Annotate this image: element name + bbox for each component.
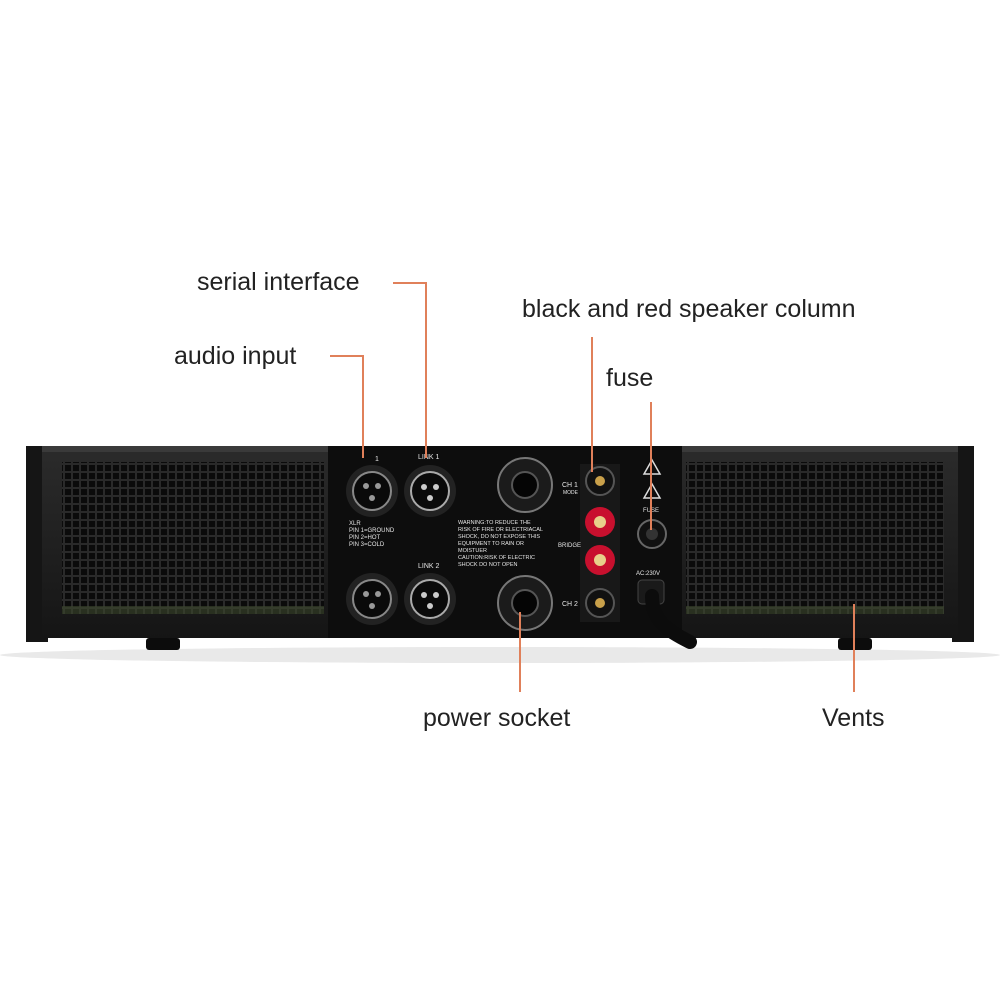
leader-speaker-v bbox=[591, 337, 593, 472]
leader-power-v bbox=[519, 612, 521, 692]
ch1-label: CH 1 bbox=[562, 482, 578, 489]
leader-audio-h bbox=[330, 355, 364, 357]
power-cord bbox=[637, 579, 697, 649]
leader-fuse-v bbox=[650, 402, 652, 530]
warning-text-3: EQUIPMENT TO RAIN OR bbox=[458, 541, 524, 547]
foot-left bbox=[146, 638, 180, 650]
speakon-ch1 bbox=[497, 457, 553, 513]
leader-audio-v bbox=[362, 355, 364, 458]
ac-voltage-label: AC:230V bbox=[636, 571, 660, 577]
callout-vents: Vents bbox=[822, 704, 885, 732]
warning-text-1: RISK OF FIRE OR ELECTRIACAL bbox=[458, 527, 543, 533]
bridge-label: BRIDGE bbox=[558, 543, 581, 549]
callout-speaker-column: black and red speaker column bbox=[522, 295, 856, 323]
xlr-link-2 bbox=[404, 573, 456, 625]
ch2-label: CH 2 bbox=[562, 601, 578, 608]
binding-post-black-1 bbox=[585, 466, 615, 496]
link-2-label: LINK 2 bbox=[418, 563, 440, 570]
leader-serial-v bbox=[425, 282, 427, 458]
warning-triangle-icon bbox=[642, 482, 662, 499]
warning-text-6: SHOCK DO NOT OPEN bbox=[458, 562, 518, 568]
callout-audio-input: audio input bbox=[174, 342, 297, 370]
speakon-ch2 bbox=[497, 575, 553, 631]
xlr-input-2 bbox=[346, 573, 398, 625]
binding-post-black-2 bbox=[585, 588, 615, 618]
warning-triangle-icon bbox=[642, 458, 662, 475]
fuse-holder bbox=[637, 519, 667, 549]
xlr-input-1 bbox=[346, 465, 398, 517]
vent-grille-left bbox=[62, 462, 324, 614]
warning-text-4: MOISTUER bbox=[458, 548, 487, 554]
binding-post-red-2 bbox=[585, 545, 615, 575]
leader-serial-h bbox=[393, 282, 427, 284]
link-1-label: LINK 1 bbox=[418, 454, 440, 461]
vent-grille-right bbox=[686, 462, 944, 614]
warning-text-0: WARNING:TO REDUCE THE bbox=[458, 520, 531, 526]
input-1-label: 1 bbox=[375, 456, 379, 463]
callout-power-socket: power socket bbox=[423, 704, 571, 732]
callout-fuse: fuse bbox=[606, 364, 654, 392]
foot-right bbox=[838, 638, 872, 650]
xlr-label-1: PIN 1=GROUND bbox=[349, 528, 395, 534]
binding-post-red-1 bbox=[585, 507, 615, 537]
xlr-label-3: PIN 3=COLD bbox=[349, 542, 385, 548]
warning-text-5: CAUTION:RISK OF ELECTRIC bbox=[458, 555, 535, 561]
xlr-label-0: XLR bbox=[349, 521, 361, 527]
leader-vents-v bbox=[853, 604, 855, 692]
xlr-label-2: PIN 2=HOT bbox=[349, 535, 381, 541]
mode-label: MODE bbox=[563, 490, 579, 496]
xlr-link-1 bbox=[404, 465, 456, 517]
warning-text-2: SHOCK, DO NOT EXPOSE THIS bbox=[458, 534, 540, 540]
callout-serial-interface: serial interface bbox=[197, 268, 360, 296]
